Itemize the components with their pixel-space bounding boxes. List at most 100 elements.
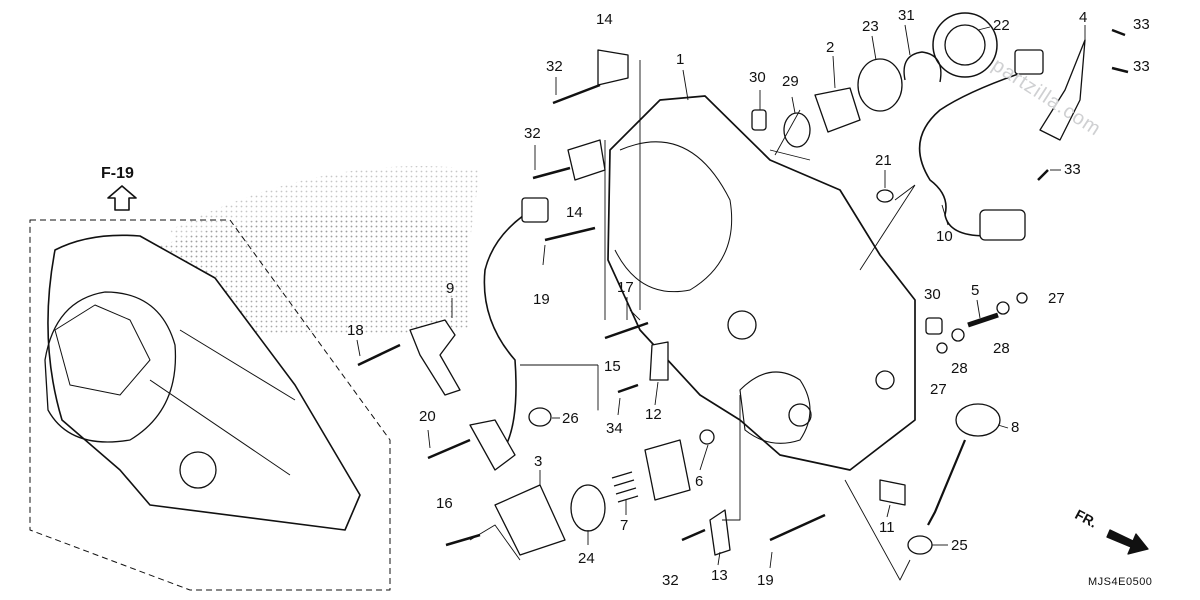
reference-label-f19: F-19 xyxy=(101,165,134,182)
leader-10 xyxy=(941,204,949,226)
o-ring-24 xyxy=(570,484,606,532)
callout-32-a: 32 xyxy=(546,58,563,75)
callout-14-upper: 14 xyxy=(596,11,613,28)
pulser-rotor-2 xyxy=(814,87,861,133)
callout-23: 23 xyxy=(862,18,879,35)
callout-4: 4 xyxy=(1079,9,1088,26)
leader-15-bracket xyxy=(520,364,599,411)
up-arrow-icon xyxy=(107,185,137,211)
callout-26: 26 xyxy=(562,410,579,427)
callout-3: 3 xyxy=(534,453,543,470)
leader-31 xyxy=(904,24,911,56)
leader-23 xyxy=(871,35,877,61)
bracket-4 xyxy=(1039,39,1086,141)
seal-29 xyxy=(783,112,811,148)
callout-29: 29 xyxy=(782,73,799,90)
callout-12: 12 xyxy=(645,406,662,423)
sensor-body-15 xyxy=(469,419,516,471)
callout-30-lower: 30 xyxy=(924,286,941,303)
callout-11: 11 xyxy=(879,519,895,536)
leader-6 xyxy=(699,444,709,471)
callout-6: 6 xyxy=(695,473,704,490)
leader-19-b xyxy=(769,551,773,569)
washer-27-left xyxy=(936,342,948,354)
leader-14-bracket xyxy=(604,60,641,321)
washer-27-right xyxy=(1016,292,1028,304)
bolt-34 xyxy=(617,383,639,394)
callout-34: 34 xyxy=(606,420,623,437)
cover-boss-small xyxy=(875,370,895,390)
callout-18: 18 xyxy=(347,322,364,339)
leader-22 xyxy=(977,26,991,31)
leader-21 xyxy=(859,170,916,271)
outer-cover-rib xyxy=(149,329,296,476)
bolt-32-b xyxy=(532,166,571,180)
callout-13: 13 xyxy=(711,567,728,584)
stud-5 xyxy=(967,312,999,328)
plug-6 xyxy=(699,429,715,445)
clip-13 xyxy=(709,509,731,556)
stipple-projection-upper xyxy=(170,166,480,260)
leader-1 xyxy=(682,69,689,101)
callout-24: 24 xyxy=(578,550,595,567)
callout-28-left: 28 xyxy=(951,360,968,377)
oil-filter-6 xyxy=(644,439,691,501)
dowel-30-upper xyxy=(751,109,767,131)
leader-11 xyxy=(886,504,891,518)
callout-15: 15 xyxy=(604,358,621,375)
guide-14-lower xyxy=(567,139,606,181)
bearing xyxy=(932,12,998,78)
sensor-wire-10 xyxy=(918,69,1031,237)
callout-1: 1 xyxy=(676,51,685,68)
o-ring-25 xyxy=(907,535,933,555)
bolt-20 xyxy=(427,438,471,460)
bolt-33-c xyxy=(1037,169,1049,181)
bolt-19-upper xyxy=(544,226,596,242)
dashed-cover-boundary xyxy=(29,219,391,591)
spring-7 xyxy=(611,471,639,503)
callout-8: 8 xyxy=(1011,419,1020,436)
callout-2: 2 xyxy=(826,39,835,56)
sensor-connector-right xyxy=(1014,49,1044,75)
sensor-body-10 xyxy=(979,209,1026,241)
leader-12 xyxy=(654,381,659,406)
outer-cover-hex xyxy=(54,304,151,396)
leader-V-bottom xyxy=(844,479,911,581)
callout-30-upper: 30 xyxy=(749,69,766,86)
leader-19-a xyxy=(542,244,546,266)
callout-33-a: 33 xyxy=(1133,16,1150,33)
clip-12 xyxy=(649,341,669,381)
bolt-17 xyxy=(604,321,649,340)
sensor-wire-15 xyxy=(483,204,541,456)
leader-5 xyxy=(976,299,981,319)
callout-27-right: 27 xyxy=(1048,290,1065,307)
callout-27-left: 27 xyxy=(930,381,947,398)
circlip-31 xyxy=(903,51,942,83)
dipstick-rod xyxy=(927,439,967,526)
outer-cover-disc xyxy=(44,291,177,443)
leader-13 xyxy=(717,551,721,566)
leader-2 xyxy=(832,55,836,89)
cover-boss-right xyxy=(788,403,812,427)
leader-16 xyxy=(469,524,521,561)
bolt-19-lower xyxy=(769,513,826,542)
callout-33-c: 33 xyxy=(1064,161,1081,178)
callout-32-b: 32 xyxy=(524,125,541,142)
bolt-32-c xyxy=(681,528,706,542)
callout-14-lower: 14 xyxy=(566,204,583,221)
leader-18 xyxy=(356,339,361,357)
dipstick-cap xyxy=(955,403,1001,437)
diagram-code: MJS4E0500 xyxy=(1088,576,1153,588)
guide-14-upper xyxy=(597,49,629,86)
leader-V-mid xyxy=(722,395,741,521)
bracket-9 xyxy=(409,319,461,396)
callout-19-lower: 19 xyxy=(757,572,774,589)
nut-28-right xyxy=(996,301,1010,315)
leader-34 xyxy=(617,397,621,416)
callout-33-b: 33 xyxy=(1133,58,1150,75)
callout-25: 25 xyxy=(951,537,968,554)
callout-32-c: 32 xyxy=(662,572,679,589)
forward-arrow-icon xyxy=(1106,529,1149,555)
cover-oil-port xyxy=(727,310,757,340)
